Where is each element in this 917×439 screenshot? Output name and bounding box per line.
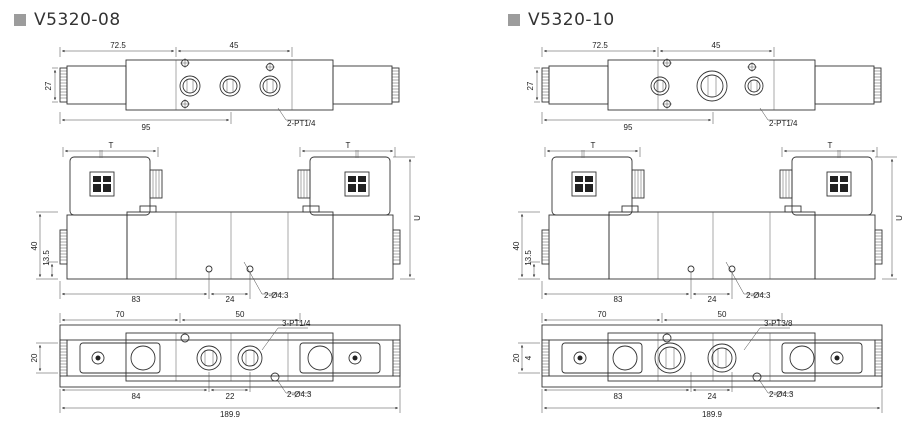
dim-label: 27 [44,81,53,90]
front-view-outline [518,147,897,299]
dim-label: 20 [30,353,39,362]
hole-label: 2-Ø4.3 [769,390,794,399]
port-label: 2-PT1/4 [287,119,316,128]
dim-label: 83 [614,392,623,401]
dim-label: 95 [624,123,633,132]
dim-label: 189.9 [702,410,723,419]
dim-label: 70 [598,310,607,319]
model-name: V5320-08 [34,10,121,30]
dim-label: 27 [526,81,535,90]
dim-label: 13.5 [524,250,533,266]
model-title-left: V5320-08 [14,10,121,30]
bottom-view-outline [518,313,882,413]
drawing-v5320-08: 72.5 45 27 95 2-PT1/4 T T U 40 13.5 83 2… [30,41,422,419]
front-view-outline [36,147,415,299]
dim-label: U [895,215,904,221]
top-view-ports [179,75,281,97]
port-label: 3-PT3/8 [764,319,793,328]
dim-label: 83 [132,295,141,304]
dim-label: 95 [142,123,151,132]
bullet-square [508,14,520,26]
bottom-view-ports [654,342,737,374]
drawing-v5320-10: 72.5 45 27 95 2-PT1/4 T T U 40 13.5 83 2… [512,41,904,419]
dim-label: 22 [226,392,235,401]
dim-label: 50 [718,310,727,319]
dim-label: 40 [512,241,521,250]
hole-label: 2-Ø4.3 [287,390,312,399]
dim-label: 70 [116,310,125,319]
dim-label: 83 [614,295,623,304]
dim-label: U [413,215,422,221]
bottom-view-outline [36,313,400,413]
top-view-outline [52,47,399,124]
dim-label: 40 [30,241,39,250]
port-label: 2-PT1/4 [769,119,798,128]
hole-label: 2-Ø4.3 [746,291,771,300]
dim-label: 4 [524,355,533,360]
dim-label: T [828,141,833,150]
dim-label: T [591,141,596,150]
dim-label: 84 [132,392,141,401]
hole-label: 2-Ø4.3 [264,291,289,300]
dim-label: T [346,141,351,150]
dim-label: 50 [236,310,245,319]
dim-label: 72.5 [110,41,126,50]
top-view-ports [650,70,764,102]
dim-label: 189.9 [220,410,241,419]
dim-label: 13.5 [42,250,51,266]
dim-label: 20 [512,353,521,362]
dim-label: 24 [708,392,717,401]
dim-label: T [109,141,114,150]
dim-label: 72.5 [592,41,608,50]
model-name: V5320-10 [528,10,615,30]
dim-label: 24 [226,295,235,304]
top-view-outline [534,47,881,124]
port-label: 3-PT1/4 [282,319,311,328]
bullet-square [14,14,26,26]
model-title-right: V5320-10 [508,10,615,30]
dim-label: 24 [708,295,717,304]
bottom-view-ports [196,345,263,371]
dim-label: 45 [230,41,239,50]
dim-label: 45 [712,41,721,50]
